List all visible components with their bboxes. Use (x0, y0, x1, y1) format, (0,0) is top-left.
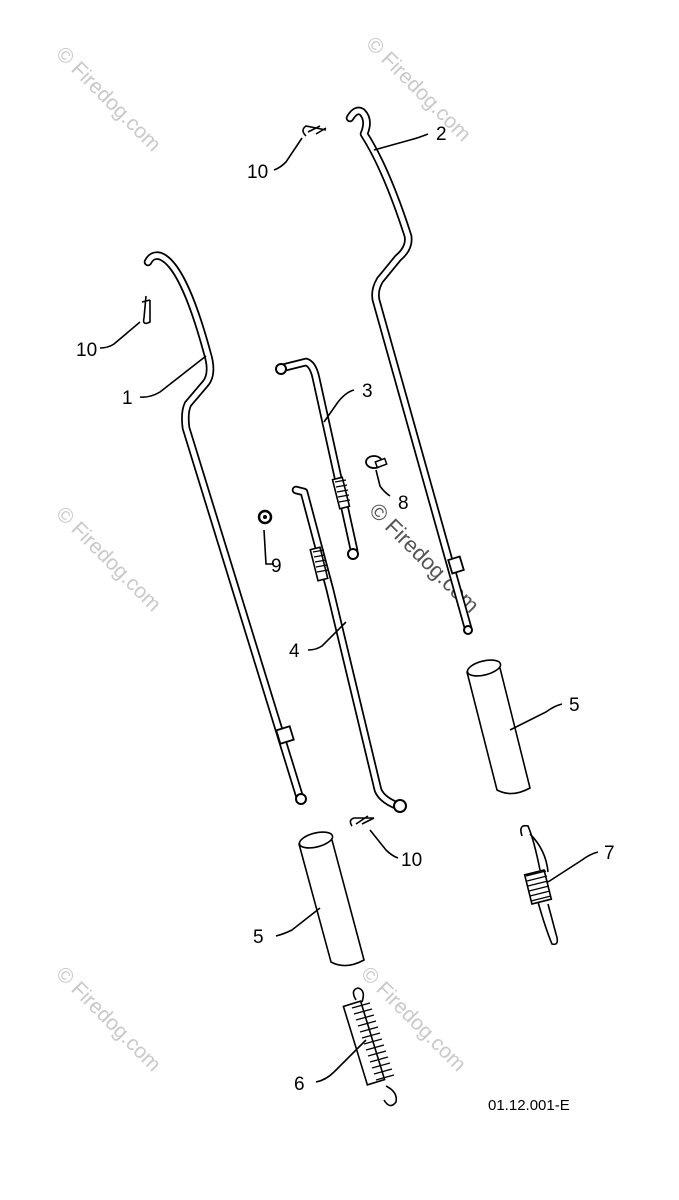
leader-lines (99, 133, 599, 1083)
callout-3: 3 (362, 381, 373, 402)
part-4-rod (291, 485, 407, 813)
watermarks: © Firedog.com © Firedog.com © Firedog.co… (51, 32, 484, 1076)
watermark: © Firedog.com (361, 32, 475, 146)
part-5-sleeve-upper (466, 659, 531, 795)
part-3-rod (275, 357, 359, 560)
part-10-clip-top (302, 125, 327, 137)
part-8-pin (365, 455, 388, 469)
callout-9: 9 (271, 556, 282, 577)
part-1-rod (143, 251, 307, 805)
callout-8: 8 (398, 493, 409, 514)
part-10-clip-left (141, 295, 151, 325)
watermark: © Firedog.com (51, 42, 165, 156)
callout-labels: 1 2 3 4 5 5 6 7 8 9 10 10 10 (76, 124, 615, 1095)
callout-10-top: 10 (247, 162, 268, 183)
part-2-rod (345, 106, 473, 635)
watermark-center: © Firedog.com (364, 498, 484, 618)
watermark: © Firedog.com (51, 502, 165, 616)
callout-5-lower: 5 (253, 927, 264, 948)
callout-10-left: 10 (76, 340, 97, 361)
diagram-code: 01.12.001-E (488, 1097, 570, 1114)
callout-2: 2 (436, 124, 447, 145)
callout-4: 4 (289, 641, 300, 662)
callout-1: 1 (122, 388, 133, 409)
part-10-clip-bottom (349, 815, 375, 827)
callout-7: 7 (604, 843, 615, 864)
part-5-sleeve-lower (298, 831, 365, 967)
part-9-nut (257, 509, 273, 525)
part-7-spring (520, 824, 559, 946)
callout-5-upper: 5 (569, 695, 580, 716)
callout-10-bottom: 10 (401, 850, 422, 871)
callout-6: 6 (294, 1074, 305, 1095)
watermark: © Firedog.com (51, 962, 165, 1076)
